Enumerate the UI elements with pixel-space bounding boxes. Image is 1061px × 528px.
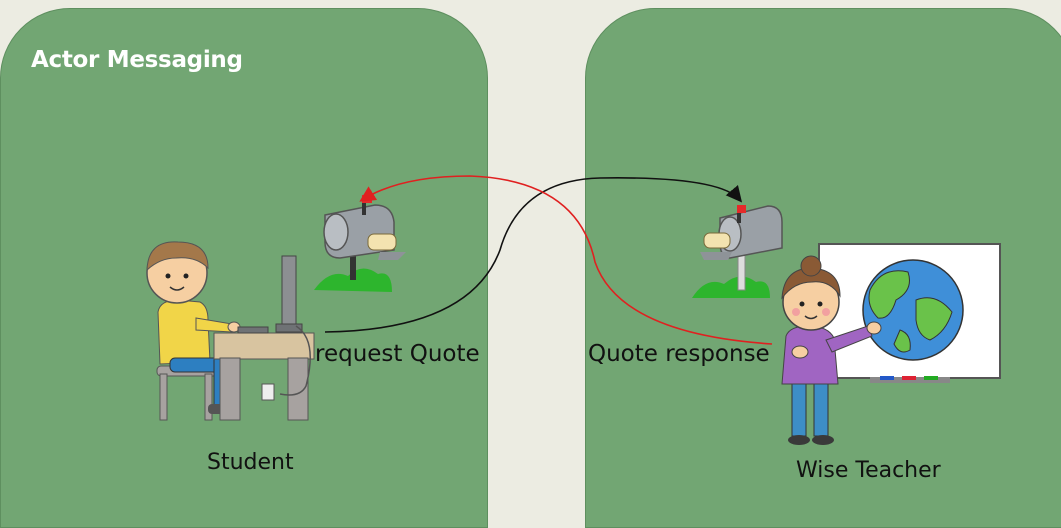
student-illustration bbox=[146, 241, 315, 421]
student-label: Student bbox=[207, 450, 294, 475]
teacher-illustration bbox=[781, 243, 1001, 445]
teacher-mailbox-icon bbox=[692, 205, 783, 298]
response-arrow bbox=[359, 175, 773, 345]
slide-title: Actor Messaging bbox=[31, 47, 243, 73]
request-quote-label: request Quote bbox=[315, 341, 480, 367]
student-mailbox-icon bbox=[314, 195, 406, 292]
request-arrow bbox=[324, 177, 743, 333]
quote-response-label: Quote response bbox=[588, 341, 770, 367]
diagram-scene bbox=[146, 175, 1001, 445]
wise-teacher-label: Wise Teacher bbox=[796, 458, 941, 483]
student-panel bbox=[0, 8, 488, 528]
